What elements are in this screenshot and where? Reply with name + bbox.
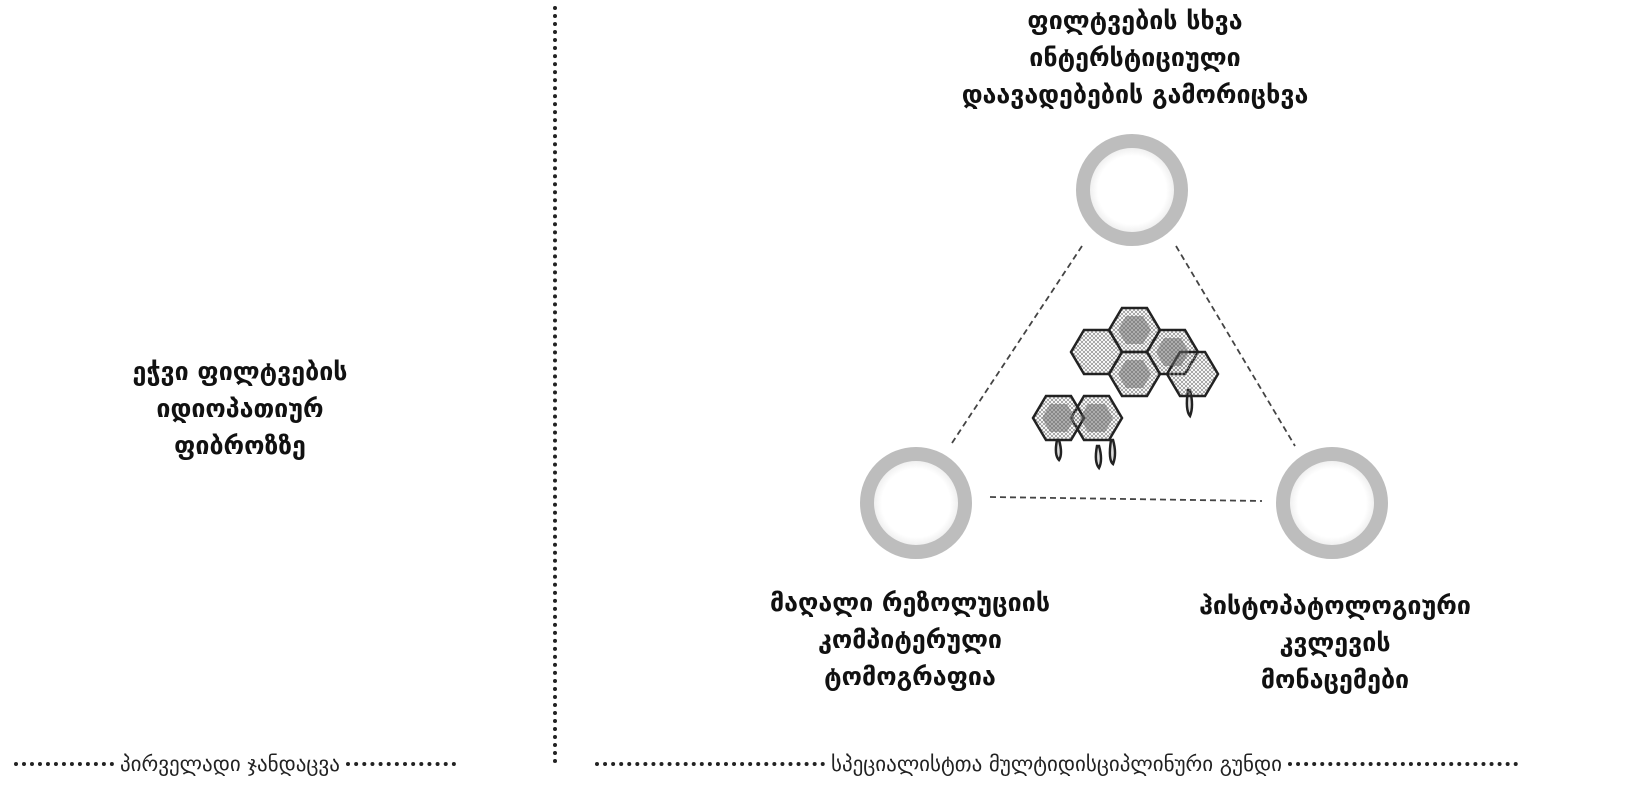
footer-left-dots-end	[345, 762, 456, 766]
footer-left: პირველადი ჯანდაცვა	[14, 750, 456, 778]
top-node-label: ფილტვების სხვა ინტერსტიციული დაავადებები…	[900, 2, 1370, 113]
bottom-right-node-line-2: კვლევის	[1279, 628, 1391, 657]
footer-right-dots-end	[1288, 762, 1518, 766]
bottom-right-node-label: ჰისტოპატოლოგიური კვლევის მონაცემები	[1140, 587, 1530, 698]
vertical-divider	[553, 6, 557, 764]
left-title-line-1: ეჭვი ფილტვების	[132, 357, 348, 386]
left-panel-title: ეჭვი ფილტვების იდიოპათიურ ფიბროზზე	[110, 353, 370, 464]
node-ring-top	[1076, 134, 1188, 246]
left-title-line-2: იდიოპათიურ	[156, 394, 324, 423]
edge-bottom	[989, 496, 1263, 502]
edge-top-right	[1175, 245, 1296, 447]
bottom-right-node-line-3: მონაცემები	[1260, 665, 1410, 694]
top-node-line-2: ინტერსტიციული	[1029, 43, 1241, 72]
left-title-line-3: ფიბროზზე	[174, 431, 306, 460]
footer-right: სპეციალისტთა მულტიდისციპლინური გუნდი	[595, 750, 1518, 778]
honeycomb-icon	[1031, 306, 1220, 471]
footer-left-caption: პირველადი ჯანდაცვა	[120, 752, 340, 776]
footer-right-caption: სპეციალისტთა მულტიდისციპლინური გუნდი	[831, 752, 1282, 776]
bottom-left-node-line-2: კომპიტერული	[817, 625, 1003, 654]
top-node-line-3: დაავადებების გამორიცხვა	[961, 80, 1309, 109]
bottom-left-node-line-3: ტომოგრაფია	[824, 662, 996, 691]
bottom-left-node-label: მაღალი რეზოლუციის კომპიტერული ტომოგრაფია	[710, 584, 1110, 695]
bottom-left-node-line-1: მაღალი რეზოლუციის	[769, 588, 1051, 617]
footer-left-dots-start	[14, 762, 114, 766]
node-ring-bottom-left	[860, 447, 972, 559]
top-node-line-1: ფილტვების სხვა	[1027, 6, 1243, 35]
node-ring-bottom-right	[1276, 447, 1388, 559]
footer-right-dots-start	[595, 762, 825, 766]
bottom-right-node-line-1: ჰისტოპატოლოგიური	[1199, 591, 1471, 620]
